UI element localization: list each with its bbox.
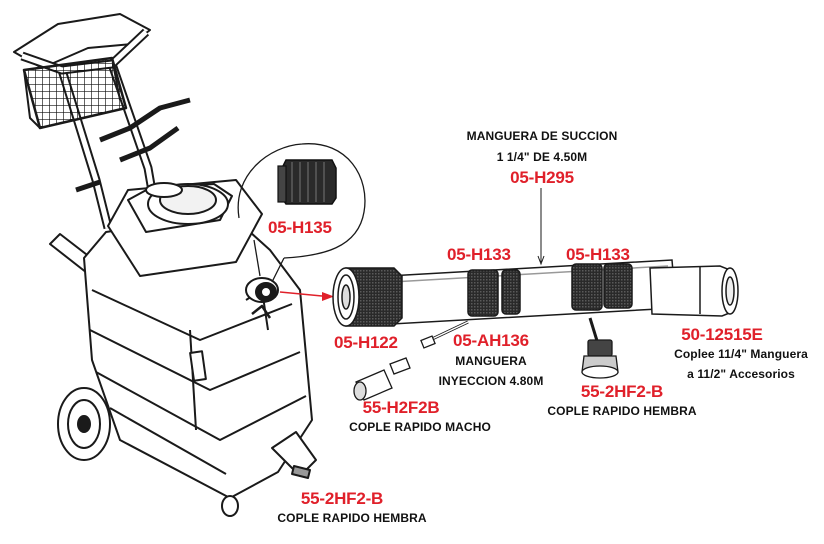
- extractor-machine: [13, 13, 317, 517]
- wire-basket: [22, 56, 128, 130]
- coupler-female-icon: [581, 317, 619, 379]
- coplee-desc-2: a 11/2" Accesorios: [687, 367, 795, 381]
- cuff-12515e-icon: [649, 265, 739, 317]
- ring-h133-left-b: [501, 269, 521, 315]
- injection-hose-icon: [420, 320, 469, 349]
- hf2b-right-desc: COPLE RAPIDO HEMBRA: [547, 404, 697, 418]
- cuff-h122-icon: [332, 267, 403, 327]
- code-2hf2b-right: 55-2HF2-B: [580, 382, 664, 401]
- ring-h133-right-a: [571, 263, 603, 311]
- code-h133-right: 05-H133: [566, 245, 630, 264]
- fitting-h135-icon: [277, 159, 337, 205]
- code-h122: 05-H122: [334, 333, 398, 352]
- ah136-desc-1: MANGUERA: [455, 354, 527, 368]
- callout-circle-h135: [237, 143, 366, 283]
- connection-arrow: [279, 291, 334, 301]
- coupler-male-icon: [353, 357, 411, 401]
- suction-hose-title-1: MANGUERA DE SUCCION: [466, 129, 618, 143]
- code-h295: 05-H295: [510, 168, 574, 187]
- coplee-desc-1: Coplee 11/4" Manguera: [674, 347, 808, 361]
- ah136-desc-2: INYECCION 4.80M: [438, 374, 544, 388]
- ring-h133-left-a: [467, 269, 499, 317]
- ring-h133-right-b: [603, 263, 633, 309]
- code-h135: 05-H135: [268, 218, 332, 237]
- suction-hose-assembly: [332, 259, 739, 327]
- hf2b-bottom-desc: COPLE RAPIDO HEMBRA: [277, 511, 427, 525]
- code-h2f2b: 55-H2F2B: [362, 398, 440, 417]
- code-h133-left: 05-H133: [447, 245, 511, 264]
- code-12515e: 50-12515E: [681, 325, 763, 344]
- h2f2b-desc: COPLE RAPIDO MACHO: [349, 420, 491, 434]
- suction-hose-title-2: 1 1/4" DE 4.50M: [496, 150, 588, 164]
- code-ah136: 05-AH136: [453, 331, 529, 350]
- code-2hf2b-bottom: 55-2HF2-B: [300, 489, 384, 508]
